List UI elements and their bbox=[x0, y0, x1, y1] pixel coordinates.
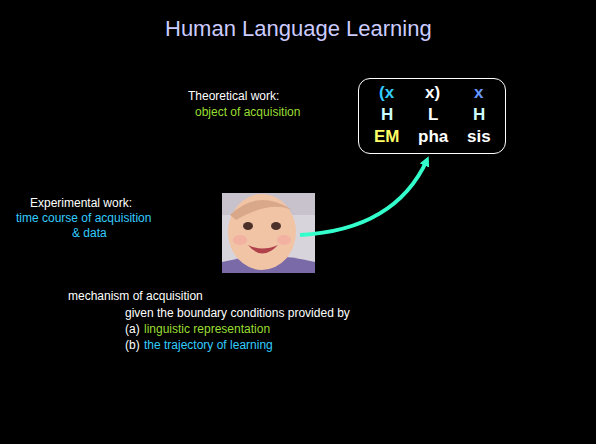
slide-title: Human Language Learning bbox=[165, 16, 432, 42]
grid-cell: pha bbox=[418, 127, 448, 147]
slide-label: Theoretical work: bbox=[188, 89, 279, 103]
slide-label: mechanism of acquisition bbox=[68, 289, 203, 303]
slide-label: & data bbox=[72, 226, 107, 240]
slide-label: time course of acquisition bbox=[16, 211, 151, 225]
slide-label: the trajectory of learning bbox=[144, 338, 273, 352]
grid-cell: EM bbox=[374, 127, 400, 147]
slide-label: (a) bbox=[125, 322, 140, 336]
baby-mouth bbox=[248, 245, 278, 254]
grid-cell: sis bbox=[467, 127, 491, 147]
baby-hair bbox=[230, 200, 292, 220]
grid-cell: L bbox=[428, 105, 438, 125]
baby-eye bbox=[271, 222, 281, 230]
baby-cheek bbox=[233, 235, 247, 245]
slide-label: object of acquisition bbox=[195, 105, 300, 119]
baby-cheek bbox=[277, 235, 291, 245]
slide-label: given the boundary conditions provided b… bbox=[125, 306, 350, 320]
slide-label: linguistic representation bbox=[144, 322, 270, 336]
baby-eye bbox=[243, 222, 253, 230]
grid-box: (xx)xHLHEMphasis bbox=[358, 78, 506, 154]
grid-cell: x bbox=[474, 83, 483, 103]
grid-cell: x) bbox=[425, 83, 440, 103]
slide-label: Experimental work: bbox=[30, 196, 132, 210]
baby-face bbox=[228, 194, 296, 270]
curved-arrow bbox=[300, 160, 427, 235]
grid-cell: (x bbox=[379, 83, 394, 103]
grid-cell: H bbox=[381, 105, 393, 125]
grid-cell: H bbox=[473, 105, 485, 125]
slide-label: (b) bbox=[125, 338, 140, 352]
